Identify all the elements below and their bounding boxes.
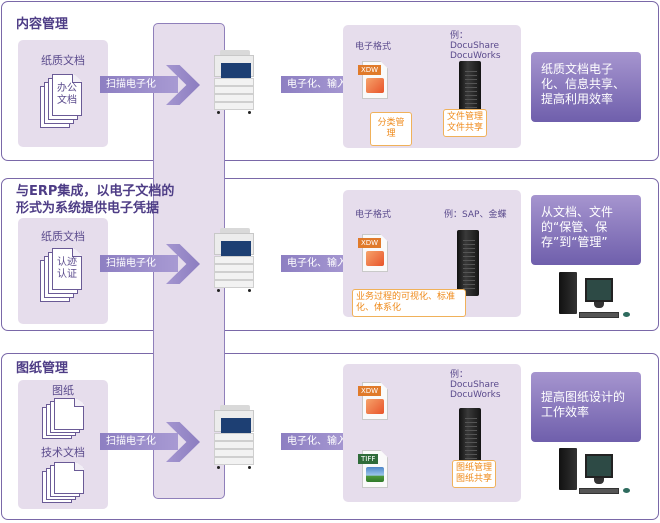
printer-icon: [212, 228, 256, 292]
scan-arrow: 扫描电子化: [100, 422, 205, 462]
source-label-drawings: 图纸: [52, 384, 74, 397]
tag-drawing-manage: 图纸管理 图纸共享: [452, 460, 496, 488]
xdw-file-icon: XDW: [358, 234, 388, 272]
section-title: 内容管理: [16, 17, 69, 32]
source-label: 纸质文档: [41, 230, 85, 243]
document-stack-icon: 认迹 认证: [40, 248, 86, 306]
output-panel: 例： DocuShare DocuWorks XDW TIFF 图纸管理 图纸共…: [343, 364, 521, 502]
source-label: 纸质文档: [41, 54, 85, 67]
format-label: 电子格式: [355, 210, 392, 220]
document-text-line2: 文档: [57, 95, 77, 106]
server-example-label: 例：SAP、金蝶: [444, 210, 507, 220]
section-title: 与ERP集成，以电子文档的 形式为系统提供电子凭据: [16, 184, 175, 216]
scan-arrow: 扫描电子化: [100, 244, 205, 284]
scan-arrow-label: 扫描电子化: [100, 76, 178, 93]
desktop-computer-icon: [553, 448, 639, 498]
tag-process-visualization: 业务过程的可视化、标准化、体系化: [352, 289, 466, 317]
printer-icon: [212, 405, 256, 469]
tiff-file-icon: TIFF: [358, 450, 388, 488]
document-stack-icon: [42, 462, 88, 520]
desktop-computer-icon: [553, 272, 639, 322]
format-label: 电子格式: [355, 42, 392, 52]
server-example-label: 例： DocuShare DocuWorks: [450, 370, 501, 400]
source-label-technical-docs: 技术文档: [41, 446, 85, 459]
scan-arrow: 扫描电子化: [100, 65, 205, 105]
section-title: 图纸管理: [16, 361, 69, 376]
document-stack-icon: [42, 398, 88, 456]
tag-file-manage: 文件管理 文件共享: [443, 109, 487, 137]
result-box: 从文档、文件的“保管、保存”到“管理”: [531, 195, 641, 265]
printer-icon: [212, 50, 256, 114]
document-text-line1: 办公: [57, 83, 77, 94]
document-text-line2: 认证: [57, 269, 77, 280]
xdw-file-icon: XDW: [358, 61, 388, 99]
tag-classify: 分类管理: [370, 112, 412, 146]
scan-arrow-label: 扫描电子化: [100, 255, 178, 272]
source-panel: 纸质文档 认迹 认证: [18, 218, 108, 324]
document-stack-icon: 办公 文档: [40, 74, 86, 132]
xdw-file-icon: XDW: [358, 382, 388, 420]
server-example-label: 例： DocuShare DocuWorks: [450, 31, 501, 61]
output-panel: 电子格式 例： DocuShare DocuWorks XDW 分类管理 文件管…: [343, 25, 521, 148]
server-icon: [457, 230, 479, 296]
source-panel: 图纸 技术文档: [18, 380, 108, 509]
input-arrow-label: 电子化、输入: [281, 76, 355, 93]
input-arrow-label: 电子化、输入: [281, 433, 355, 450]
result-box: 提高图纸设计的工作效率: [531, 372, 641, 442]
document-text-line1: 认迹: [57, 257, 77, 268]
source-panel: 纸质文档 办公 文档: [18, 40, 108, 147]
result-box: 纸质文档电子化、信息共享、提高利用效率: [531, 52, 641, 122]
input-arrow-label: 电子化、输入: [281, 255, 355, 272]
server-icon: [459, 408, 481, 474]
scan-arrow-label: 扫描电子化: [100, 433, 178, 450]
output-panel: 电子格式 例：SAP、金蝶 XDW 业务过程的可视化、标准化、体系化: [343, 190, 521, 317]
